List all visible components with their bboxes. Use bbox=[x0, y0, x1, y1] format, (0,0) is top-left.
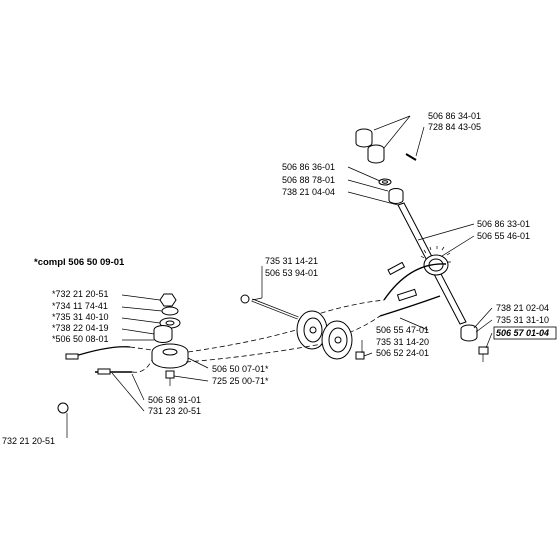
left-pulley-assembly bbox=[57, 293, 323, 414]
label-bot-1: 506 55 47-01 bbox=[376, 325, 429, 335]
pin bbox=[405, 153, 417, 161]
label-mid-2: 506 88 78-01 bbox=[282, 175, 335, 185]
part-number-labels: 506 86 34-01 728 84 43-05 506 86 36-01 5… bbox=[2, 111, 557, 446]
axle-assembly bbox=[240, 294, 365, 360]
bearing-left bbox=[153, 325, 173, 343]
axle-nut bbox=[240, 294, 250, 304]
washer-small bbox=[378, 178, 392, 186]
label-left-1: *732 21 20-51 bbox=[52, 289, 109, 299]
label-right-2: 506 55 46-01 bbox=[477, 231, 530, 241]
label-cable-2: 731 23 20-51 bbox=[148, 406, 201, 416]
highlight-box bbox=[493, 326, 557, 340]
label-top-2: 728 84 43-05 bbox=[428, 122, 481, 132]
bearing-lower bbox=[460, 324, 478, 342]
top-cap-upper bbox=[355, 128, 373, 148]
bolt-lower bbox=[478, 346, 489, 362]
pulley-wheel-left bbox=[296, 310, 328, 350]
label-right-1: 506 86 33-01 bbox=[477, 219, 530, 229]
label-br-3: 506 57 01-04 bbox=[496, 328, 549, 338]
label-left-2: *734 11 74-41 bbox=[52, 301, 108, 311]
label-br-2: 735 31 31-10 bbox=[496, 315, 549, 325]
washer-a bbox=[161, 306, 179, 316]
bushing-top bbox=[388, 188, 404, 204]
steering-cables bbox=[297, 261, 447, 339]
pulley-wheel-right bbox=[321, 320, 353, 360]
label-bot-2: 735 31 14-20 bbox=[376, 337, 429, 347]
leader-lines bbox=[66, 115, 493, 438]
label-left-5: *506 50 08-01 bbox=[52, 334, 109, 344]
label-center-2: 506 53 94-01 bbox=[265, 268, 318, 278]
label-br-1: 738 21 02-04 bbox=[496, 303, 549, 313]
compl-heading: *compl 506 50 09-01 bbox=[34, 257, 125, 268]
label-mid-1: 506 86 36-01 bbox=[282, 162, 335, 172]
label-cable-1: 506 58 91-01 bbox=[148, 395, 201, 405]
top-cap-lower bbox=[367, 144, 385, 164]
bolt-left bbox=[165, 370, 175, 386]
pulley-left bbox=[151, 343, 189, 369]
label-pulley-1: 506 50 07-01* bbox=[212, 364, 269, 374]
label-mid-3: 738 21 04-04 bbox=[282, 187, 335, 197]
steering-column bbox=[355, 128, 489, 362]
label-left-3: *735 31 40-10 bbox=[52, 312, 109, 322]
label-bot-3: 506 52 24-01 bbox=[376, 348, 429, 358]
label-left-4: *738 22 04-19 bbox=[52, 323, 109, 333]
label-pulley-2: 725 25 00-71* bbox=[212, 376, 269, 386]
label-top-1: 506 86 34-01 bbox=[428, 111, 481, 121]
nut-top bbox=[159, 293, 177, 307]
bolt-center bbox=[355, 351, 365, 360]
pinion-gear bbox=[420, 246, 451, 276]
label-nut-far: 732 21 20-51 bbox=[2, 436, 55, 446]
label-center-1: 735 31 14-21 bbox=[265, 256, 318, 266]
nut-far bbox=[57, 402, 69, 414]
